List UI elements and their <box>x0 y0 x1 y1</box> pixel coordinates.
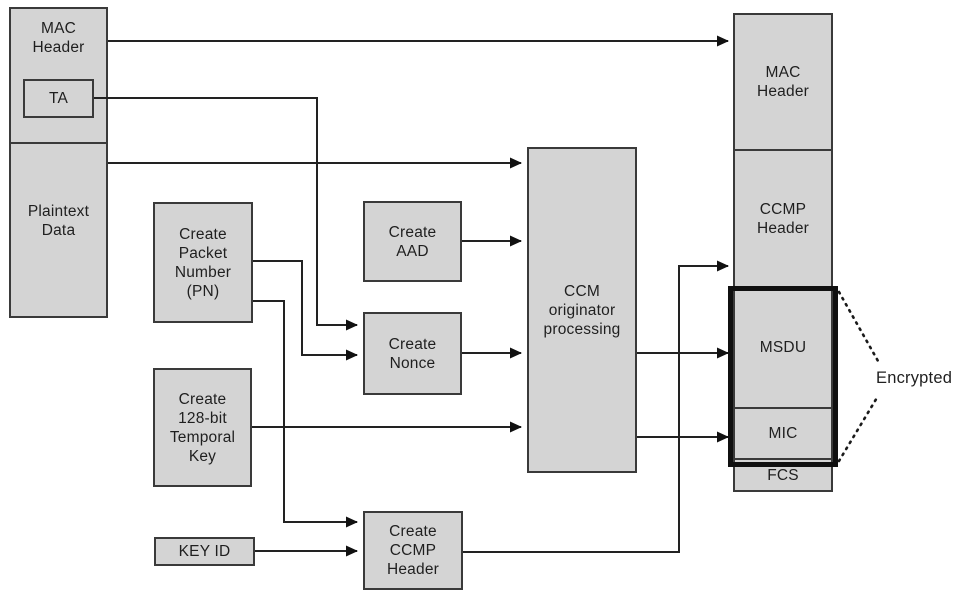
output-mic-section: MIC <box>735 407 831 458</box>
output-fcs-label: FCS <box>767 466 799 484</box>
create-packet-number-box: Create Packet Number (PN) <box>153 202 253 323</box>
input-frame-stack: MAC Header Plaintext Data <box>9 7 108 318</box>
dotted-line-encrypted-bottom <box>837 394 880 463</box>
output-ccmp-header-label: CCMP Header <box>756 200 810 237</box>
dotted-line-encrypted-top <box>837 290 880 363</box>
arrow-pn-to-create-nonce <box>253 260 358 361</box>
output-fcs-section: FCS <box>735 458 831 490</box>
output-msdu-section: MSDU <box>735 286 831 407</box>
create-ccmp-header-box: Create CCMP Header <box>363 511 463 590</box>
output-frame-stack: MAC Header CCMP Header MSDU MIC FCS <box>733 13 833 492</box>
create-temporal-key-label: Create 128-bit Temporal Key <box>169 390 236 465</box>
plaintext-data-label: Plaintext Data <box>27 203 90 239</box>
ta-box: TA <box>23 79 94 118</box>
arrow-pn-to-create-ccmp-header <box>253 300 358 528</box>
create-ccmp-header-label: Create CCMP Header <box>386 523 440 578</box>
ta-label: TA <box>48 90 69 107</box>
key-id-box: KEY ID <box>154 537 255 566</box>
output-mic-label: MIC <box>768 425 798 442</box>
plaintext-data-section: Plaintext Data <box>11 142 106 316</box>
create-temporal-key-box: Create 128-bit Temporal Key <box>153 368 252 487</box>
input-mac-header-label: MAC Header <box>32 20 85 56</box>
ccm-originator-processing-box: CCM originator processing <box>527 147 637 473</box>
ccm-originator-processing-label: CCM originator processing <box>543 282 621 338</box>
create-nonce-label: Create Nonce <box>388 335 437 372</box>
output-mac-header-section: MAC Header <box>735 15 831 149</box>
input-mac-header-section: MAC Header <box>11 9 106 142</box>
output-ccmp-header-section: CCMP Header <box>735 149 831 286</box>
create-packet-number-label: Create Packet Number (PN) <box>174 225 232 300</box>
output-mac-header-label: MAC Header <box>756 64 810 100</box>
create-nonce-box: Create Nonce <box>363 312 462 395</box>
encrypted-annotation: Encrypted <box>876 369 953 387</box>
output-msdu-label: MSDU <box>759 339 807 356</box>
key-id-label: KEY ID <box>178 543 231 560</box>
create-aad-box: Create AAD <box>363 201 462 282</box>
create-aad-label: Create AAD <box>388 223 437 260</box>
